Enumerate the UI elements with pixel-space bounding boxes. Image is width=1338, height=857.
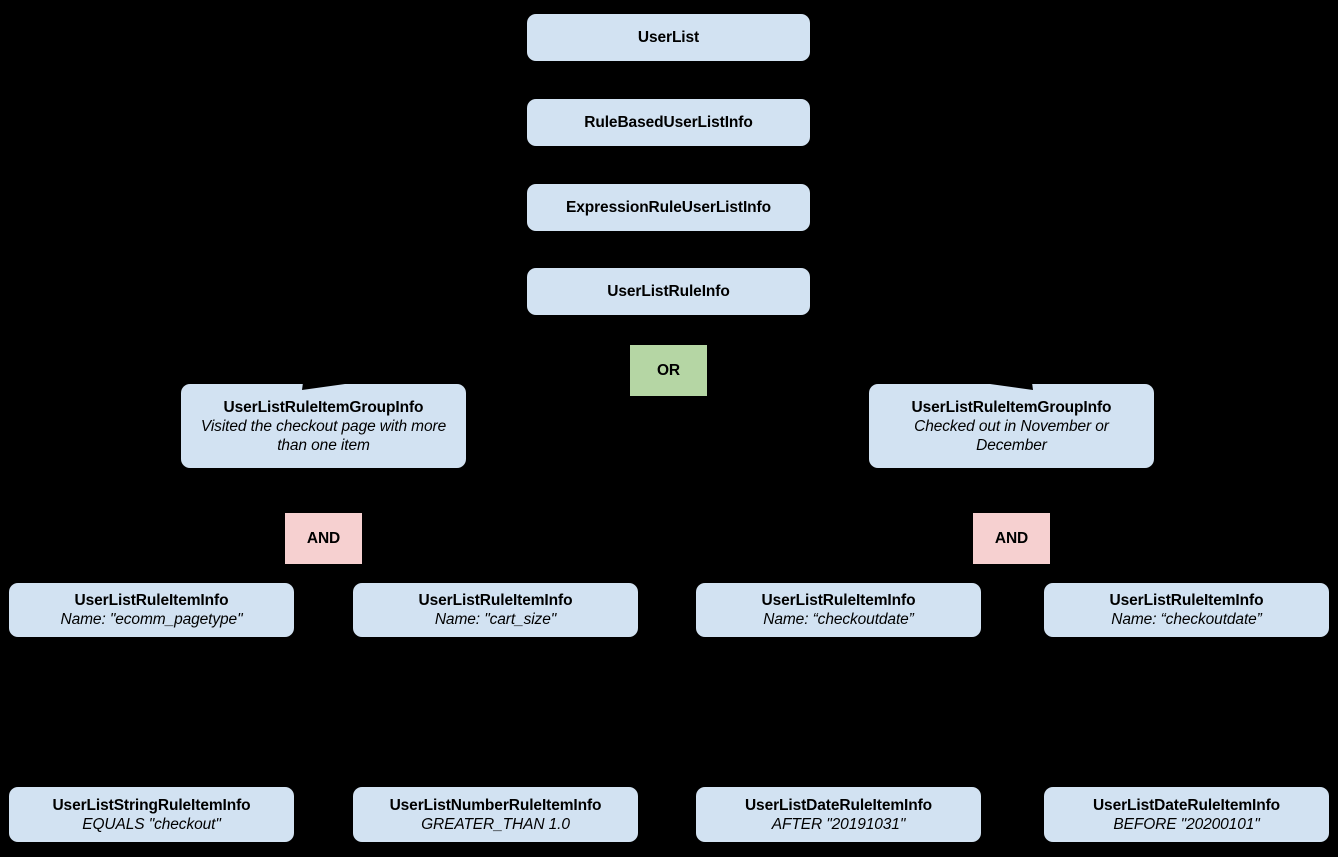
- node-leaf-date-rule-item-before[interactable]: UserListDateRuleItemInfo BEFORE "2020010…: [1044, 787, 1329, 842]
- node-user-list-rule-info[interactable]: UserListRuleInfo: [527, 268, 810, 315]
- node-subtitle: Checked out in November or December: [914, 417, 1109, 454]
- node-title: RuleBasedUserListInfo: [584, 114, 753, 131]
- operator-label: AND: [306, 530, 341, 547]
- node-title: UserListDateRuleItemInfo: [744, 796, 933, 814]
- node-leaf-number-rule-item[interactable]: UserListNumberRuleItemInfo GREATER_THAN …: [353, 787, 638, 842]
- node-and-operator-left[interactable]: AND: [285, 513, 362, 564]
- node-title: UserList: [637, 29, 700, 46]
- operator-label: AND: [994, 530, 1029, 547]
- edge-or-to-group-left: [339, 370, 641, 383]
- node-title: UserListRuleInfo: [607, 283, 730, 300]
- node-and-operator-right[interactable]: AND: [973, 513, 1050, 564]
- node-title: UserListRuleItemInfo: [1109, 592, 1264, 609]
- node-subtitle: GREATER_THAN 1.0: [421, 815, 570, 833]
- node-leaf-date-rule-item-after[interactable]: UserListDateRuleItemInfo AFTER "20191031…: [696, 787, 981, 842]
- node-title: UserListStringRuleItemInfo: [52, 796, 251, 814]
- node-title: UserListRuleItemGroupInfo: [223, 398, 424, 416]
- node-rule-item-1[interactable]: UserListRuleItemInfo Name: "ecomm_pagety…: [9, 583, 294, 637]
- edge-and-left-to-item1: [150, 563, 301, 582]
- node-title: UserListDateRuleItemInfo: [1092, 796, 1281, 814]
- edge-or-to-group-right: [696, 370, 997, 383]
- node-subtitle: Name: “checkoutdate”: [1111, 611, 1262, 628]
- edge-and-right-to-item4: [1035, 563, 1187, 582]
- node-expression-rule-user-list-info[interactable]: ExpressionRuleUserListInfo: [527, 184, 810, 231]
- node-group-left[interactable]: UserListRuleItemGroupInfo Visited the ch…: [181, 384, 466, 468]
- node-subtitle: AFTER "20191031": [771, 815, 906, 833]
- node-subtitle: Name: "cart_size": [434, 611, 557, 628]
- node-rule-item-2[interactable]: UserListRuleItemInfo Name: "cart_size": [353, 583, 638, 637]
- node-subtitle: Visited the checkout page with more than…: [200, 417, 447, 454]
- node-rule-based-user-list-info[interactable]: RuleBasedUserListInfo: [527, 99, 810, 146]
- node-title: UserListNumberRuleItemInfo: [389, 796, 602, 814]
- node-group-right[interactable]: UserListRuleItemGroupInfo Checked out in…: [869, 384, 1154, 468]
- node-title: UserListRuleItemInfo: [74, 592, 229, 609]
- edge-and-left-to-item2: [346, 563, 497, 582]
- node-user-list[interactable]: UserList: [527, 14, 810, 61]
- node-or-operator[interactable]: OR: [630, 345, 707, 396]
- node-subtitle: Name: "ecomm_pagetype": [60, 611, 243, 628]
- edge-and-right-to-item3: [837, 563, 989, 582]
- node-subtitle: Name: “checkoutdate”: [763, 611, 914, 628]
- node-rule-item-3[interactable]: UserListRuleItemInfo Name: “checkoutdate…: [696, 583, 981, 637]
- node-leaf-string-rule-item[interactable]: UserListStringRuleItemInfo EQUALS "check…: [9, 787, 294, 842]
- node-title: UserListRuleItemInfo: [418, 592, 573, 609]
- node-subtitle: EQUALS "checkout": [82, 815, 221, 833]
- node-title: UserListRuleItemGroupInfo: [911, 398, 1112, 416]
- node-rule-item-4[interactable]: UserListRuleItemInfo Name: “checkoutdate…: [1044, 583, 1329, 637]
- node-subtitle: BEFORE "20200101": [1113, 815, 1260, 833]
- node-title: ExpressionRuleUserListInfo: [566, 199, 771, 216]
- node-title: UserListRuleItemInfo: [761, 592, 916, 609]
- operator-label: OR: [656, 362, 681, 379]
